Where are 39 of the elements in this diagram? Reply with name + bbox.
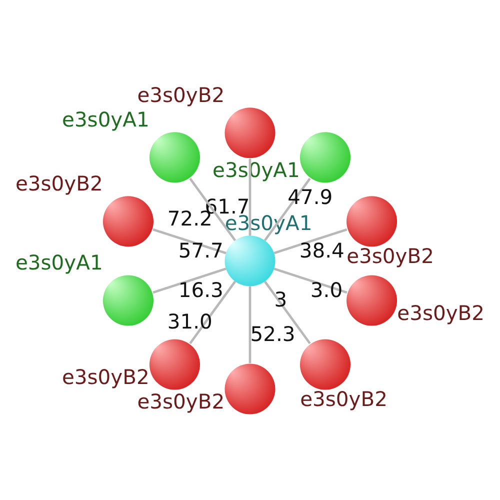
node-label: e3s0yB2 xyxy=(62,365,150,390)
connector xyxy=(264,178,311,242)
connector xyxy=(248,286,252,364)
edge-label: 52.3 xyxy=(250,322,296,346)
node-circle xyxy=(300,339,351,390)
node-circle xyxy=(149,339,200,390)
node-circle xyxy=(224,108,276,158)
node-label: e3s0yB2 xyxy=(15,171,103,196)
node-label: e3s0yB2 xyxy=(137,82,225,107)
node-label: e3s0yA1 xyxy=(16,250,103,275)
node-label: e3s0yB2 xyxy=(346,244,434,268)
node-label: e3s0yB2 xyxy=(397,301,485,326)
node-circle xyxy=(300,132,351,183)
node-label: e3s0yB2 xyxy=(300,386,388,411)
connector xyxy=(264,280,311,344)
node-label: e3s0yA1 xyxy=(212,158,300,182)
connector xyxy=(248,158,252,236)
edge-label: 31.0 xyxy=(167,310,212,334)
connector xyxy=(189,178,236,242)
node-label: e3s0yB2 xyxy=(137,390,225,414)
node-circle xyxy=(224,236,276,286)
node-circle xyxy=(346,275,398,326)
edge-label: 38.4 xyxy=(299,238,344,262)
connector xyxy=(152,228,226,254)
node-circle xyxy=(224,364,276,414)
edge-label: 47.9 xyxy=(288,184,333,209)
node-circle xyxy=(149,132,200,183)
connector xyxy=(274,228,348,254)
edge-label: 16.3 xyxy=(178,278,224,302)
edge-label: 3.0 xyxy=(310,278,343,302)
edge-label: 3 xyxy=(274,288,288,312)
edge-label: 57.7 xyxy=(178,238,224,262)
node-label: e3s0yA1 xyxy=(62,107,150,132)
node-circle xyxy=(102,196,154,247)
connector xyxy=(152,268,226,294)
node-circle xyxy=(102,275,154,326)
connector xyxy=(189,280,236,344)
connector xyxy=(274,268,348,294)
node-circle xyxy=(346,196,398,247)
